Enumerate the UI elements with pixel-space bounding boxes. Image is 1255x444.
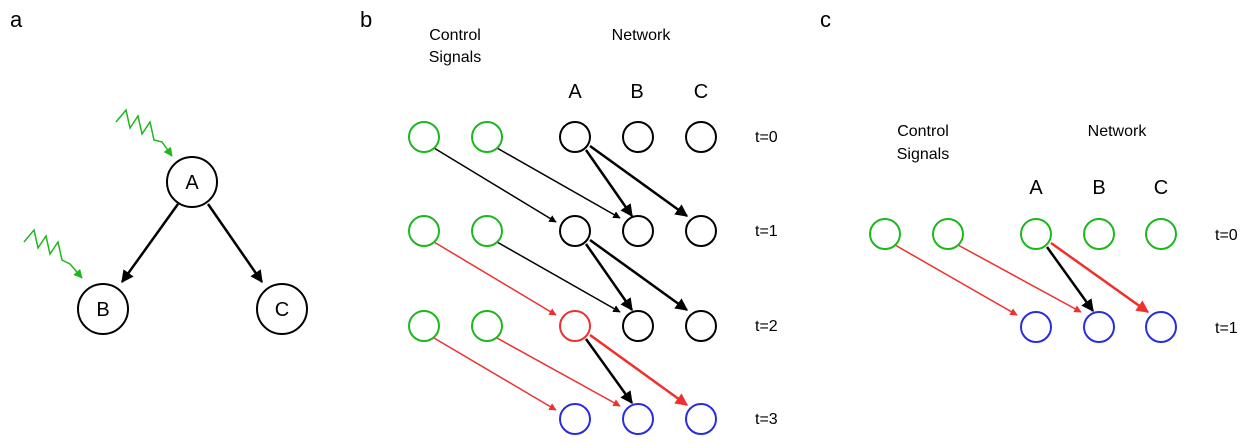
panel-b-node-c-t2 xyxy=(685,310,717,342)
edge-a-to-b xyxy=(120,203,180,284)
panel-c-node-a-t1 xyxy=(1020,311,1052,343)
panel-c-label: c xyxy=(820,7,831,32)
panel-b-control-2-t2 xyxy=(471,310,503,342)
edge-b-a-t2-to-b-t3 xyxy=(584,338,634,405)
panel-a-label: a xyxy=(10,7,23,32)
panel-c-control-signals-line2: Signals xyxy=(897,146,949,163)
panel-b-node-a-t3 xyxy=(559,403,591,435)
node-a-label: A xyxy=(185,172,199,194)
panel-b-time-0: t=0 xyxy=(755,129,778,146)
panel-b: b Control Signals Network A B C t=0 t=1 … xyxy=(360,7,778,435)
panel-c-time-1: t=1 xyxy=(1215,320,1238,337)
panel-c-control-2-t0 xyxy=(932,218,964,250)
edge-c-a-t0-to-c-t1 xyxy=(1050,241,1150,314)
panel-c-control-signals-line1: Control xyxy=(897,123,949,140)
panel-b-control-2-t1 xyxy=(471,215,503,247)
panel-b-control-1-t1 xyxy=(408,215,440,247)
edge-b-a-t0-to-b-t1 xyxy=(584,149,634,218)
panel-b-control-1-t0 xyxy=(408,121,440,153)
panel-b-control-1-t2 xyxy=(408,310,440,342)
edge-b-a-t2-to-c-t3 xyxy=(589,333,689,407)
panel-b-node-c-t3 xyxy=(685,403,717,435)
panel-c-time-0: t=0 xyxy=(1215,227,1238,244)
panel-b-node-a-t2 xyxy=(559,310,591,342)
node-c: C xyxy=(256,283,308,335)
panel-b-time-1: t=1 xyxy=(755,223,778,240)
panel-b-node-b-t0 xyxy=(622,121,654,153)
panel-c-node-a-t0 xyxy=(1020,218,1052,250)
panel-b-label: b xyxy=(360,7,372,32)
panel-c-node-c-t0 xyxy=(1145,218,1177,250)
panel-b-node-b-t3 xyxy=(622,403,654,435)
control-input-b-zigzag xyxy=(23,228,83,279)
edge-b-a-t0-to-c-t1 xyxy=(589,144,689,218)
panel-c: c Control Signals Network A B C t=0 t=1 xyxy=(820,7,1238,343)
panel-c-control-1-t0 xyxy=(869,218,901,250)
edge-b-u2-t1-to-b-t2 xyxy=(496,241,621,313)
edge-c-a-t0-to-b-t1 xyxy=(1045,246,1095,313)
panel-c-column-c: C xyxy=(1154,177,1168,199)
node-a: A xyxy=(166,156,218,208)
edge-b-u1-t1-to-a-t2 xyxy=(433,241,557,316)
panel-b-node-c-t1 xyxy=(685,215,717,247)
edge-b-a-t1-to-c-t2 xyxy=(589,238,689,312)
edge-b-u1-t2-to-a-t3 xyxy=(433,337,557,411)
panel-b-node-b-t1 xyxy=(622,215,654,247)
edge-b-u2-t2-to-b-t3 xyxy=(496,337,621,407)
edge-b-u1-t0-to-a-t1 xyxy=(433,147,557,223)
panel-b-time-3: t=3 xyxy=(755,411,778,428)
panel-b-control-2-t0 xyxy=(471,121,503,153)
panel-b-column-c: C xyxy=(694,81,708,103)
node-c-label: C xyxy=(275,299,289,321)
panel-c-node-b-t1 xyxy=(1083,311,1115,343)
panel-b-node-a-t1 xyxy=(559,215,591,247)
panel-c-column-a: A xyxy=(1029,177,1043,199)
control-input-a-zigzag xyxy=(115,108,173,157)
edge-a-to-c xyxy=(206,203,264,284)
panel-b-control-signals-line2: Signals xyxy=(429,49,481,66)
panel-b-column-a: A xyxy=(568,81,582,103)
edge-b-a-t1-to-b-t2 xyxy=(584,243,634,312)
panel-b-column-b: B xyxy=(630,81,643,103)
panel-b-node-a-t0 xyxy=(559,121,591,153)
panel-b-network-label: Network xyxy=(612,27,672,44)
panel-a: a A B C xyxy=(10,7,308,335)
node-b-label: B xyxy=(96,299,109,321)
panel-c-node-c-t1 xyxy=(1145,311,1177,343)
edge-b-u2-t0-to-b-t1 xyxy=(496,147,621,219)
panel-b-node-c-t0 xyxy=(685,121,717,153)
edge-c-u1-t0-to-a-t1 xyxy=(894,244,1018,316)
panel-c-node-b-t0 xyxy=(1083,218,1115,250)
panel-b-control-signals-line1: Control xyxy=(429,27,481,44)
panel-b-node-b-t2 xyxy=(622,310,654,342)
edge-c-u2-t0-to-b-t1 xyxy=(957,244,1082,313)
node-b: B xyxy=(77,283,129,335)
panel-b-time-2: t=2 xyxy=(755,318,778,335)
panel-c-column-b: B xyxy=(1092,177,1105,199)
panel-c-network-label: Network xyxy=(1088,123,1148,140)
